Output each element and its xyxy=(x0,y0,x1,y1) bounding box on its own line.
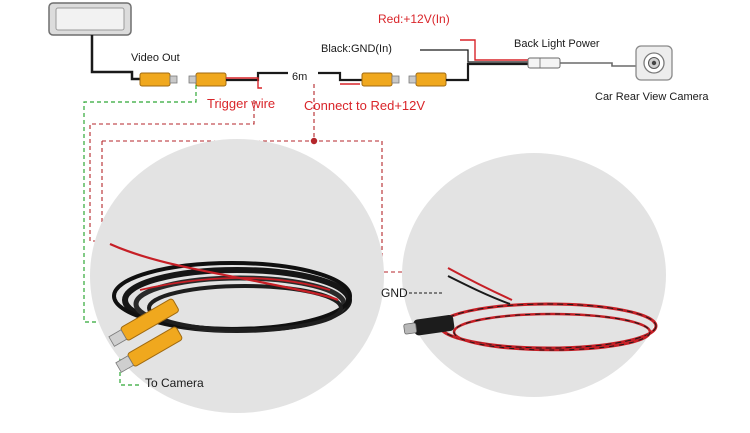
label-car-rear-view-camera: Car Rear View Camera xyxy=(595,91,709,103)
junction-dot xyxy=(310,137,318,145)
rca-connector-left-pair xyxy=(139,72,227,87)
back-light-power-plug xyxy=(527,57,561,69)
monitor-cable xyxy=(90,35,142,81)
camera-cable xyxy=(560,62,640,67)
label-trigger-wire: Trigger wire xyxy=(207,96,276,111)
monitor-icon xyxy=(48,2,132,36)
green-guide-video xyxy=(83,85,197,323)
label-gnd: GND xyxy=(381,286,408,300)
power-wire-red xyxy=(460,39,528,61)
label-black-gnd-in: Black:GND(In) xyxy=(321,43,392,55)
label-video-out: Video Out xyxy=(131,52,180,64)
power-wire-black xyxy=(420,49,528,63)
trigger-wire-red xyxy=(226,77,262,89)
label-red-12v-in: Red:+12V(In) xyxy=(378,12,450,26)
power-cable-photo xyxy=(402,153,666,397)
label-to-camera: To Camera xyxy=(145,376,204,390)
camera-video-cable xyxy=(446,62,528,82)
extension-cable-photo xyxy=(90,139,384,413)
extension-cable-6m-b xyxy=(318,71,362,82)
label-connect-to-red-12v: Connect to Red+12V xyxy=(304,98,426,113)
label-back-light-power: Back Light Power xyxy=(514,38,600,50)
label-6m: 6m xyxy=(292,71,308,83)
rca-connector-right-pair xyxy=(361,72,447,87)
rear-camera-icon xyxy=(635,45,673,81)
extension-cable-6m xyxy=(226,71,288,82)
